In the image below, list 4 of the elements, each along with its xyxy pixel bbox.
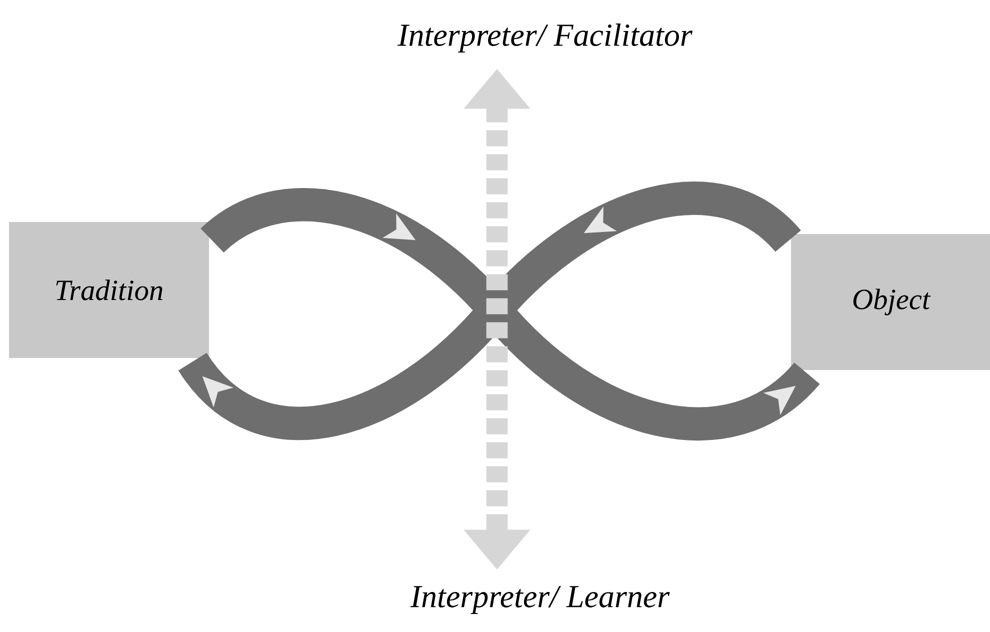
handwritten-label: Interpreter/ Facilitator [398, 24, 692, 53]
paper-label: Tradition [9, 222, 209, 358]
handwritten-label: Interpreter/ Learner [410, 586, 670, 614]
paper-label: Object [791, 234, 990, 370]
